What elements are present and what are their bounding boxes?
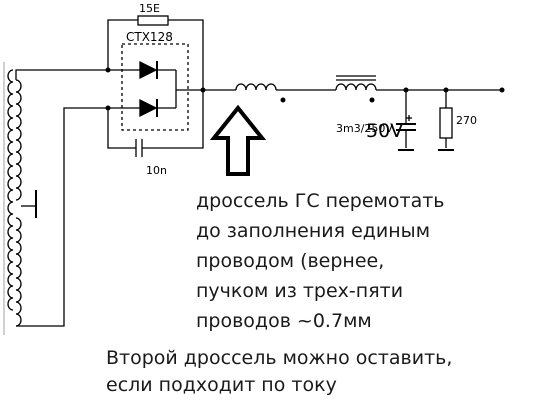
junction-dot [443,87,449,93]
diode-bridge-box [121,43,189,131]
capacitor-10n-label: 10n [146,164,167,177]
annotation-line: до заполнения единым [196,220,431,242]
annotation-second: Второй дроссель можно оставить, если под… [106,345,536,399]
diode-bridge-label: CTX128 [126,30,173,44]
resistor-270-label: 270 [456,114,477,127]
annotation-line: дроссель ГС перемотать [196,190,445,212]
transformer-primary-winding [7,69,14,311]
junction-dot [403,87,409,93]
diode-upper [139,60,158,80]
capacitor-main-label-b: 50V [366,120,403,142]
capacitor-main-label-a: 3m3/250V [336,122,393,135]
resistor-15e-label: 15E [139,2,160,15]
annotation-line: Второй дроссель можно оставить, [106,347,453,369]
diode-lower [139,98,158,118]
annotation-arrow [209,104,267,176]
resistor-15e [137,15,169,26]
terminal-dot [499,87,505,93]
choke-2 [335,83,377,91]
transformer-secondary-lower [15,217,22,327]
annotation-main: дроссель ГС перемотать до заполнения еди… [196,186,526,336]
junction-dot [200,87,206,93]
annotation-line: пучком из трех-пяти [196,280,404,302]
annotation-line: проводов ~0.7мм [196,310,372,332]
wire-bottom [16,107,108,327]
resistor-270 [439,107,453,139]
annotation-line: проводом (вернее, [196,250,385,272]
junction-dot [105,67,111,73]
wire-top [15,69,108,80]
annotation-line: если подходит по току [106,374,337,396]
junction-dot [105,105,111,111]
transformer-secondary-upper [15,79,22,201]
winding-start-dot [280,97,286,103]
choke-1 [235,83,277,91]
winding-start-dot [369,97,375,103]
